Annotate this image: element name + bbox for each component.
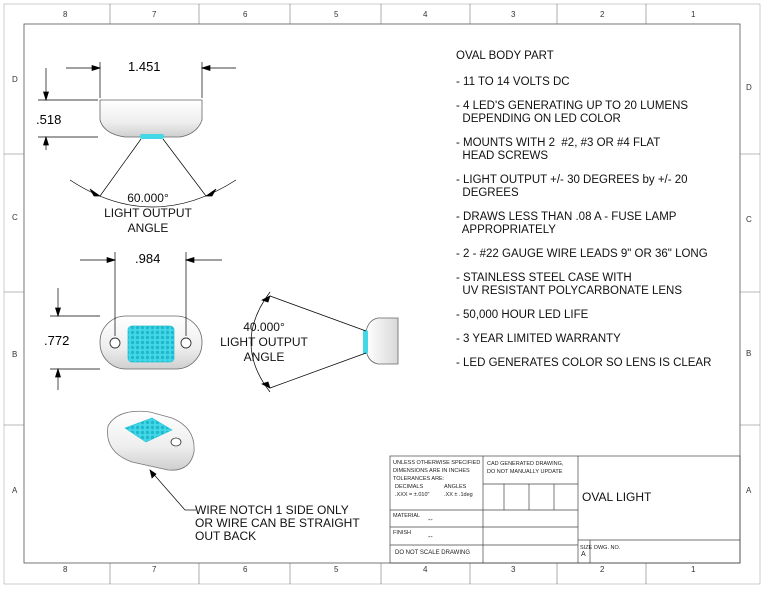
zone-right-b: B [746,349,752,358]
iso-view-body [107,410,195,471]
tb-dims: DIMENSIONS ARE IN INCHES [393,468,470,474]
side-view-lens [363,330,368,354]
zone-bottom-7: 7 [152,565,157,574]
zone-top-5: 5 [334,10,339,19]
drawing-title: OVAL LIGHT [582,490,652,504]
spec-notes: OVAL BODY PART - 11 TO 14 VOLTS DC - 4 L… [456,50,746,381]
top-view-lens [140,134,164,139]
front-view-height-dim: .772 [44,333,70,348]
zone-top-8: 8 [63,10,68,19]
tb-dwg-no: DWG. NO. [594,545,621,551]
zone-bottom-1: 1 [691,565,696,574]
zone-bottom-8: 8 [63,565,68,574]
zone-bottom-6: 6 [243,565,248,574]
zone-left-c: C [12,213,18,222]
note-item: - LED GENERATES COLOR SO LENS IS CLEAR [456,357,712,369]
front-view-right-hole [180,337,192,349]
zone-bottom-4: 4 [423,565,428,574]
front-view-led-array [127,325,175,363]
tb-decimals-val: .XXX = ±.010" [395,492,430,498]
tb-angles-val: .XX ± .1deg [444,492,473,498]
tb-cad: CAD GENERATED DRAWING, [487,461,564,467]
iso-view [107,410,196,511]
zone-left-d: D [12,75,18,84]
top-view [38,62,237,208]
top-view-body [99,99,203,138]
iso-view-note-3: OUT BACK [195,529,257,543]
zone-bottom-2: 2 [600,565,605,574]
notes-list: - 11 TO 14 VOLTS DC - 4 LED'S GENERATING… [456,76,746,370]
note-item: - 11 TO 14 VOLTS DC [456,76,570,88]
top-view-angle-caption-2: ANGLE [127,221,169,235]
tb-material: MATERIAL [393,513,421,519]
tb-finish-val: -- [428,534,433,541]
note-item: - STAINLESS STEEL CASE WITH UV RESISTANT… [456,272,683,297]
note-item: - MOUNTS WITH 2 #2, #3 OR #4 FLAT HEAD S… [456,137,661,162]
zone-top-7: 7 [152,10,157,19]
iso-view-hole [170,437,182,447]
tb-angles: ANGLES [444,484,467,490]
iso-view-note-1: WIRE NOTCH 1 SIDE ONLY [195,503,349,517]
side-view-angle-caption-1: LIGHT OUTPUT [220,335,308,349]
note-item: - LIGHT OUTPUT +/- 30 DEGREES by +/- 20 … [456,174,688,199]
zone-top-1: 1 [691,10,696,19]
tb-finish: FINISH [393,530,412,536]
zone-top-2: 2 [600,10,605,19]
sheet-border [3,3,761,585]
side-view [250,291,399,393]
notes-title: OVAL BODY PART [456,50,554,62]
iso-view-note-2: OR WIRE CAN BE STRAIGHT [195,516,360,530]
side-view-body [365,317,399,365]
tb-unless: UNLESS OTHERWISE SPECIFIED [393,460,481,466]
top-view-height-dim: .518 [36,112,62,127]
top-view-width-dim: 1.451 [128,59,161,74]
zone-top-6: 6 [243,10,248,19]
zone-bottom-5: 5 [334,565,339,574]
zone-bottom-3: 3 [511,565,516,574]
side-view-angle: 40.000° [243,320,285,334]
zone-top-4: 4 [423,10,428,19]
top-view-angle: 60.000° [127,191,169,205]
tb-size-label: SIZE [580,545,593,551]
front-view [50,252,222,390]
tb-tol: TOLERANCES ARE: [393,476,445,482]
tb-size: A [581,551,586,558]
zone-left-b: B [12,350,18,359]
title-block-grid [389,455,741,564]
note-item: - 2 - #22 GAUGE WIRE LEADS 9" OR 36" LON… [456,248,708,260]
tb-do-not-update: DO NOT MANUALLY UPDATE [487,469,563,475]
note-item: - 4 LED'S GENERATING UP TO 20 LUMENS DEP… [456,100,689,125]
note-item: - 50,000 HOUR LED LIFE [456,309,589,321]
zone-ticks [4,4,760,584]
front-view-spacing-dim: .984 [135,251,161,266]
side-view-angle-caption-2: ANGLE [243,350,285,364]
tb-decimals: DECIMALS [395,484,424,490]
zone-left-a: A [12,486,18,495]
zone-right-c: C [746,215,752,224]
zone-top-3: 3 [511,10,516,19]
zone-right-d: D [746,83,752,92]
front-view-left-hole [109,337,121,349]
note-item: - 3 YEAR LIMITED WARRANTY [456,333,621,345]
tb-do-not-scale: DO NOT SCALE DRAWING [395,550,471,556]
zone-right-a: A [746,486,752,495]
tb-material-val: -- [428,517,433,524]
iso-view-led-array [124,417,173,443]
note-item: - DRAWS LESS THAN .08 A - FUSE LAMP APPR… [456,211,677,236]
top-view-angle-caption-1: LIGHT OUTPUT [104,206,192,220]
